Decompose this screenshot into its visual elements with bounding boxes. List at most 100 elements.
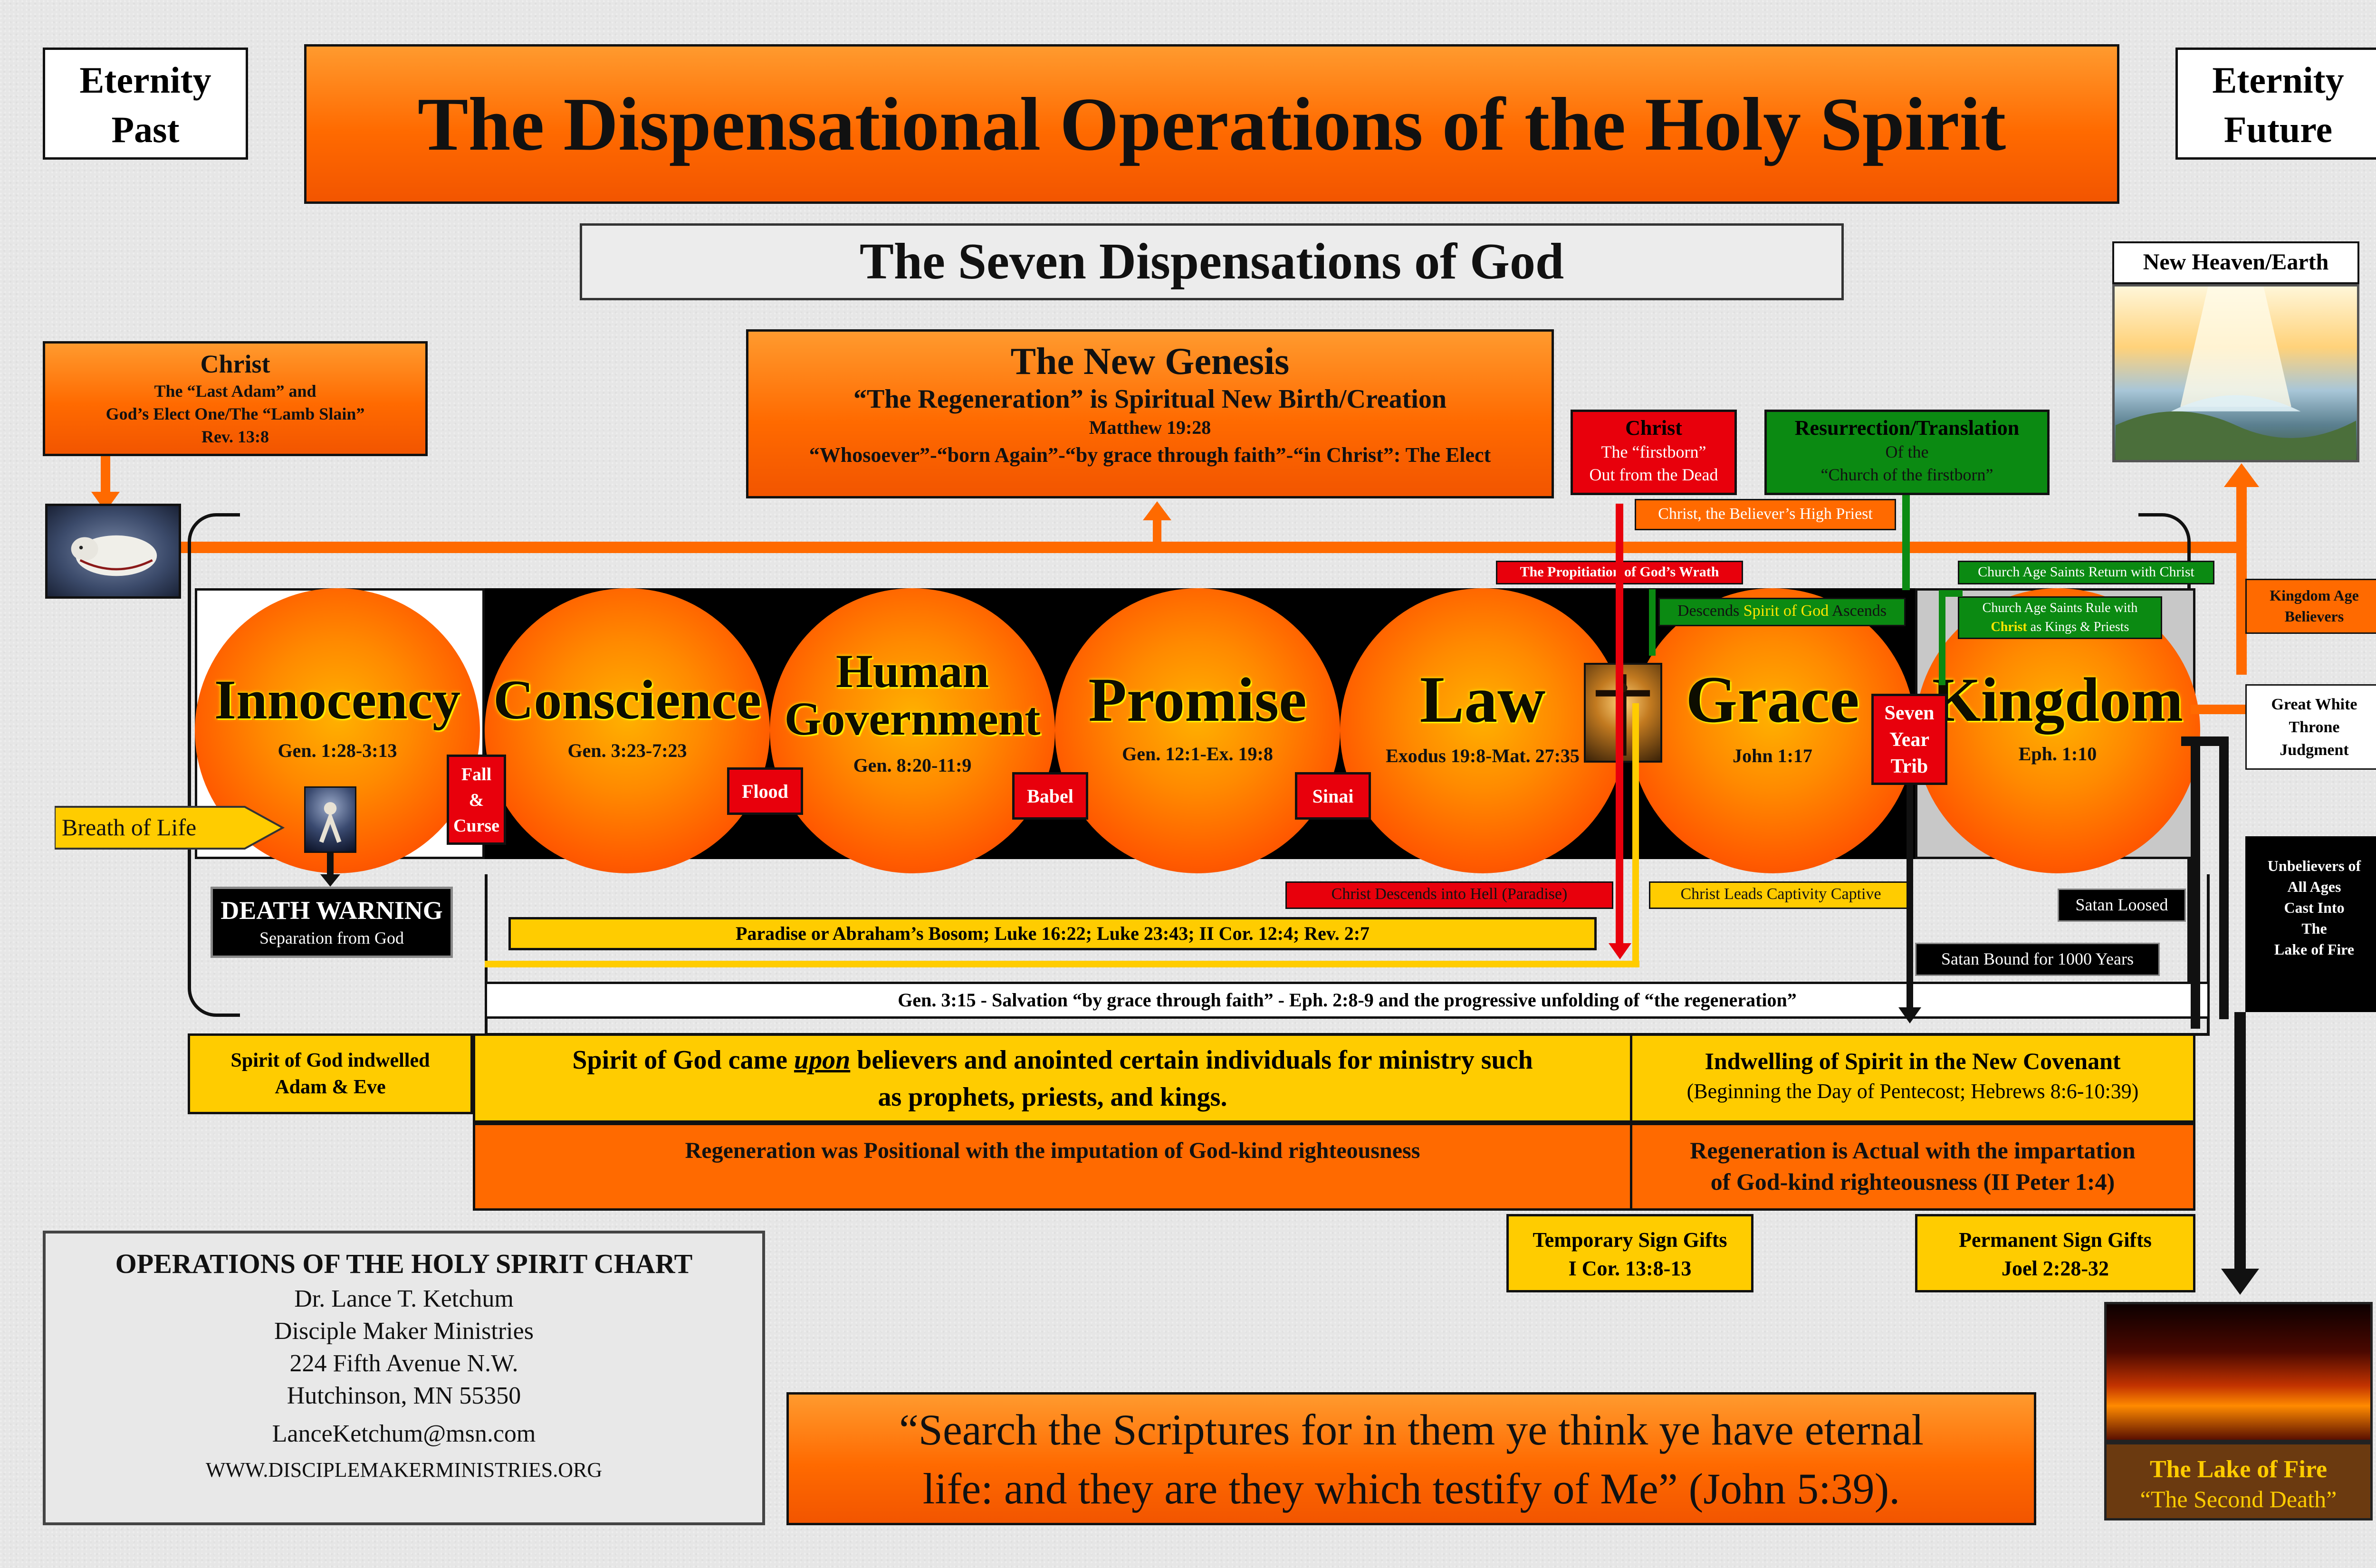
new-heaven-earth-label: New Heaven/Earth (2112, 241, 2359, 284)
ascends-text: Ascends (1829, 602, 1887, 620)
info-org: Disciple Maker Ministries (274, 1318, 534, 1345)
christ-descends-hell-text: Christ Descends into Hell (Paradise) (1331, 885, 1568, 903)
christ-firstborn-box: Christ The “firstborn” Out from the Dead (1571, 410, 1737, 495)
new-heaven-earth-image (2112, 284, 2359, 462)
christ-to-lamb-arrow (101, 456, 110, 499)
church-age-return-text: Church Age Saints Return with Christ (1978, 564, 2194, 580)
lake-of-fire-sub: “The Second Death” (2140, 1486, 2337, 1512)
eternity-past-line1: Eternity (79, 59, 211, 101)
indwelling-title: Indwelling of Spirit in the New Covenant (1705, 1048, 2121, 1074)
resurrection-line1: Of the (1885, 442, 1929, 461)
great-white-throne-box: Great White Throne Judgment (2245, 684, 2376, 770)
spirit-upon-post: believers and anointed certain individua… (850, 1045, 1533, 1075)
death-warning-title: DEATH WARNING (220, 896, 443, 925)
kingdom-black-horizontal (2181, 736, 2229, 746)
breath-of-life-label: Breath of Life (62, 814, 197, 841)
innocency-ref: Gen. 1:28-3:13 (278, 739, 397, 761)
kingdom-black-line-1 (2191, 736, 2200, 1029)
grace-ref: John 1:17 (1733, 745, 1812, 766)
info-name: Dr. Lance T. Ketchum (294, 1285, 514, 1312)
info-email[interactable]: LanceKetchum@msn.com (272, 1420, 536, 1447)
new-heaven-arrowhead (2224, 463, 2259, 487)
law-label: Law (1419, 662, 1546, 736)
human-government-label-1: Human (835, 644, 989, 698)
innocency-label: Innocency (214, 668, 460, 731)
kingdom-black-line-2 (2219, 736, 2229, 1019)
eternity-past-line2: Past (111, 109, 180, 150)
regeneration-actual-box: Regeneration is Actual with the impartat… (1630, 1123, 2195, 1211)
christ-firstborn-line2: Out from the Dead (1589, 465, 1718, 484)
spirit-of-god-text: Spirit of God (1743, 602, 1829, 620)
conscience-label: Conscience (493, 668, 761, 731)
spirit-upon-box: Spirit of God came upon believers and an… (473, 1033, 1632, 1123)
seven-dispensations-text: The Seven Dispensations of God (859, 233, 1564, 290)
satan-bound-text: Satan Bound for 1000 Years (1941, 949, 2134, 968)
unbelievers-line4: The (2301, 920, 2327, 937)
gen315-bar-text: Gen. 3:15 - Salvation “by grace through … (898, 989, 1797, 1011)
trib-line1: Seven (1884, 702, 1935, 724)
gen315-bar: Gen. 3:15 - Salvation “by grace through … (485, 982, 2210, 1019)
temporary-gifts-line1: Temporary Sign Gifts (1533, 1228, 1727, 1252)
unbelievers-box: Unbelievers of All Ages Cast Into The La… (2245, 836, 2376, 1012)
kingdom-to-gwt-line (2191, 705, 2245, 714)
paradise-bar-text: Paradise or Abraham’s Bosom; Luke 16:22;… (735, 923, 1370, 944)
christ-descends-arrowhead (1609, 943, 1631, 959)
scripture-quote-box: “Search the Scriptures for in them ye th… (786, 1392, 2036, 1525)
temporary-gifts-line2: I Cor. 13:8-13 (1568, 1257, 1692, 1280)
info-address2: Hutchinson, MN 55350 (287, 1382, 521, 1409)
christ-box-line1: The “Last Adam” and (154, 382, 316, 401)
new-genesis-line3: “Whosoever”-“born Again”-“by grace throu… (809, 443, 1491, 467)
spirit-upon-line2: as prophets, priests, and kings. (878, 1082, 1227, 1112)
regeneration-actual-line1: Regeneration is Actual with the impartat… (1690, 1137, 2136, 1164)
info-box: OPERATIONS OF THE HOLY SPIRIT CHART Dr. … (43, 1231, 765, 1525)
dispensation-conscience: Conscience Gen. 3:23-7:23 (485, 588, 770, 873)
christ-firstborn-title: Christ (1625, 416, 1682, 440)
spirit-indwelled-adam-box: Spirit of God indwelled Adam & Eve (188, 1033, 473, 1114)
gwt-line3: Judgment (2280, 741, 2349, 759)
kingdom-age-believers-box: Kingdom Age Believers (2245, 579, 2376, 634)
gwt-line1: Great White (2271, 696, 2357, 713)
christ-box-line3: Rev. 13:8 (201, 427, 269, 446)
new-genesis-line1: “The Regeneration” is Spiritual New Birt… (853, 384, 1447, 414)
christ-leads-captivity-label: Christ Leads Captivity Captive (1649, 881, 1913, 909)
kingdom-age-believers-text: Kingdom Age Believers (2270, 587, 2359, 625)
new-genesis-arrow (1153, 513, 1161, 542)
church-age-return-label: Church Age Saints Return with Christ (1958, 561, 2214, 584)
indwelling-sub: (Beginning the Day of Pentecost; Hebrews… (1686, 1080, 2139, 1103)
seven-dispensations-title: The Seven Dispensations of God (580, 223, 1844, 300)
page-title: The Dispensational Operations of the Hol… (304, 44, 2119, 204)
satan-bound-arrowhead (1898, 1007, 1921, 1023)
church-rule-green-line (1939, 590, 1945, 685)
descends-text: Descends (1677, 602, 1744, 620)
lake-of-fire-image (2104, 1302, 2373, 1442)
lamb-image (45, 504, 181, 599)
captivity-yellow-horizontal (485, 961, 1639, 967)
christ-last-adam-box: Christ The “Last Adam” and God’s Elect O… (43, 341, 428, 456)
dispensation-human-government: Human Government Gen. 8:20-11:9 (770, 588, 1055, 873)
new-heaven-arrow (2236, 480, 2247, 675)
satan-bound-label: Satan Bound for 1000 Years (1915, 943, 2160, 976)
new-genesis-arrowhead (1143, 501, 1171, 520)
curse-text: Curse (453, 816, 500, 836)
christ-box-line2: God’s Elect One/The “Lamb Slain” (105, 404, 365, 423)
unbelievers-line2: All Ages (2287, 878, 2341, 895)
left-bracket (188, 513, 240, 1017)
paradise-bar: Paradise or Abraham’s Bosom; Luke 16:22;… (508, 917, 1597, 950)
info-address1: 224 Fifth Avenue N.W. (289, 1350, 518, 1377)
quote-line2: life: and they are they which testify of… (922, 1464, 1900, 1513)
info-web[interactable]: WWW.DISCIPLEMAKERMINISTRIES.ORG (205, 1458, 603, 1482)
christ-box-title: Christ (200, 350, 270, 378)
promise-label: Promise (1088, 664, 1307, 735)
christ-descends-hell-label: Christ Descends into Hell (Paradise) (1285, 881, 1613, 909)
captivity-yellow-line (1632, 703, 1639, 967)
info-title: OPERATIONS OF THE HOLY SPIRIT CHART (115, 1248, 693, 1279)
christ-descends-red-line (1616, 504, 1623, 946)
permanent-gifts-line2: Joel 2:28-32 (2001, 1257, 2109, 1280)
church-age-rule-label: Church Age Saints Rule with Christ as Ki… (1958, 596, 2162, 639)
kingdom-label: Kingdom (1932, 664, 2184, 735)
amp-text: & (469, 790, 484, 810)
conscience-ref: Gen. 3:23-7:23 (567, 739, 687, 761)
page-title-text: The Dispensational Operations of the Hol… (417, 82, 2006, 166)
permanent-sign-gifts-box: Permanent Sign Gifts Joel 2:28-32 (1915, 1214, 2195, 1292)
lake-fire-black-line (2234, 1012, 2246, 1269)
